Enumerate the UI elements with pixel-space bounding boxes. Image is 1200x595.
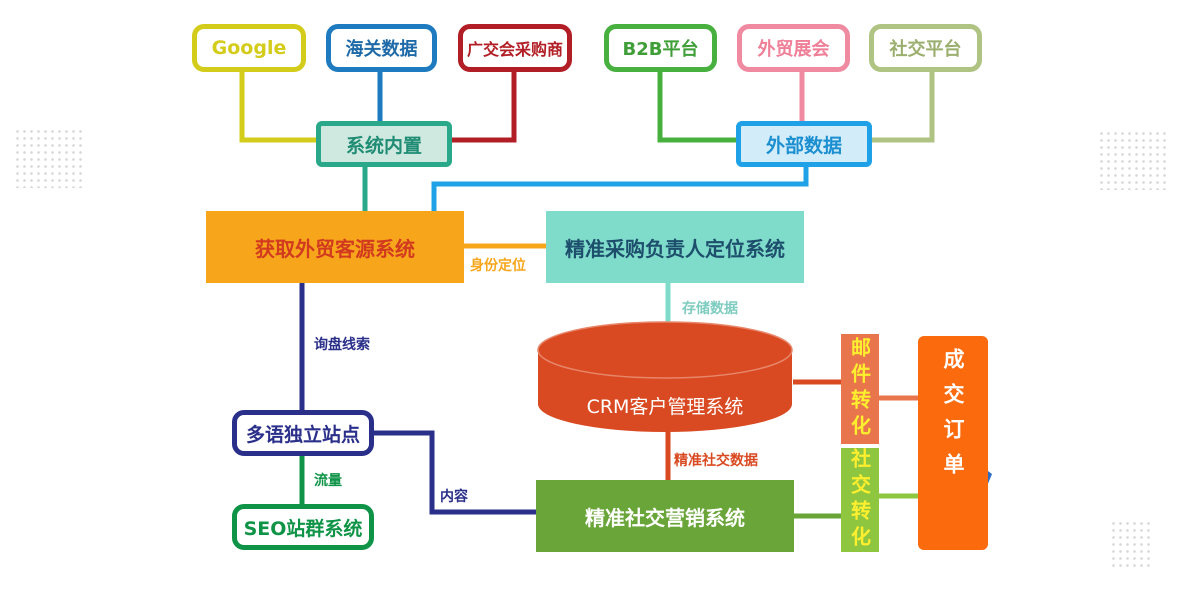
group-external-label: 外部数据: [765, 134, 842, 157]
social-platform-to-external-line: [870, 70, 935, 143]
external-to-acquire-line: [431, 165, 809, 212]
b2b-to-external-line: [657, 70, 738, 143]
google-to-builtin-line: [239, 70, 316, 143]
edge-label-inquiry: 询盘线索: [314, 337, 370, 353]
system-locate-label: 精准采购负责人定位系统: [565, 236, 785, 261]
source-b2b-label: B2B平台: [622, 39, 699, 60]
crm-cylinder: [537, 321, 793, 432]
site-to-social-line: [372, 430, 537, 515]
conversion-mail-label: 邮件转化: [847, 337, 872, 441]
conversion-social-label: 社交转化: [847, 448, 872, 552]
group-external: 外部数据: [736, 121, 872, 167]
system-crm: CRM客户管理系统: [540, 385, 790, 425]
system-acquire: 获取外贸客源系统: [206, 211, 464, 283]
source-canton-label: 广交会采购商: [466, 40, 563, 59]
edge-label-traffic: 流量: [314, 473, 342, 489]
group-builtin-label: 系统内置: [345, 134, 422, 157]
conversion-social: 社交转化: [841, 448, 879, 552]
source-social-platform: 社交平台: [869, 24, 982, 72]
source-google: Google: [192, 24, 306, 72]
system-locate: 精准采购负责人定位系统: [546, 211, 804, 283]
dot-pattern-bottom-right: [1110, 520, 1150, 570]
system-crm-label: CRM客户管理系统: [586, 395, 744, 418]
system-site-label: 多语独立站点: [245, 423, 360, 446]
dot-pattern-left: [14, 128, 84, 188]
system-seo-label: SEO站群系统: [243, 517, 363, 540]
conversion-mail: 邮件转化: [841, 334, 879, 444]
source-customs-label: 海关数据: [345, 39, 418, 60]
source-expo-label: 外贸展会: [757, 39, 830, 60]
source-customs: 海关数据: [326, 24, 437, 72]
source-expo: 外贸展会: [737, 24, 850, 72]
system-acquire-label: 获取外贸客源系统: [255, 236, 415, 261]
source-b2b: B2B平台: [604, 24, 717, 72]
system-social-marketing-label: 精准社交营销系统: [585, 505, 745, 530]
group-builtin: 系统内置: [316, 121, 452, 167]
system-social-marketing: 精准社交营销系统: [536, 480, 794, 552]
deal-box: 成交订单: [918, 336, 988, 550]
deal-label: 成交订单: [941, 348, 965, 488]
edge-label-content: 内容: [440, 489, 468, 505]
source-google-label: Google: [211, 37, 287, 59]
source-canton: 广交会采购商: [458, 24, 572, 72]
edge-label-store: 存储数据: [682, 301, 738, 317]
system-site: 多语独立站点: [232, 410, 374, 456]
dot-pattern-right: [1098, 130, 1168, 190]
source-social-platform-label: 社交平台: [889, 39, 962, 60]
edge-label-identity: 身份定位: [470, 258, 526, 274]
system-seo: SEO站群系统: [232, 504, 374, 550]
canton-to-builtin-line: [452, 70, 517, 143]
edge-label-social-data: 精准社交数据: [674, 453, 758, 469]
